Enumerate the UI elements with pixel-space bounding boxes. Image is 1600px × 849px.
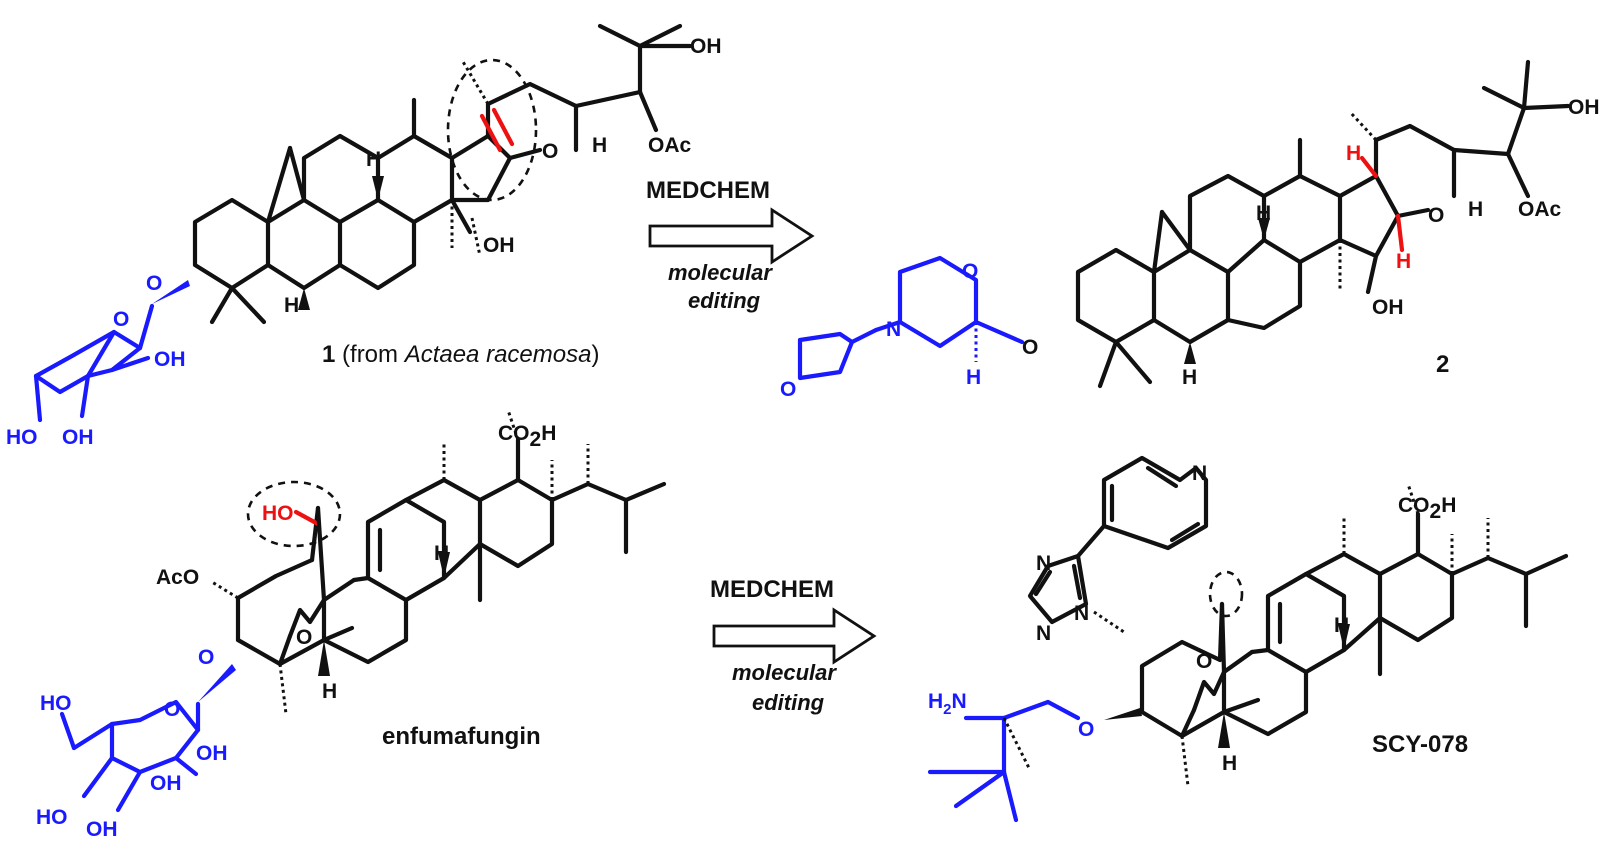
arrow-shape [648,207,815,265]
ho-label: HO [36,806,68,829]
enfumafungin-sugar: O O HO OH OH HO OH [36,646,236,841]
h-label: H [434,542,449,565]
compound-1-caption: 1 (from Actaea racemosa) [322,341,599,368]
h-label: H [284,294,299,317]
oh-label: OH [1372,296,1404,319]
morpholine-n-label: N [886,318,901,341]
ring-o-label: O [542,140,558,163]
oac-label: OAc [1518,198,1562,221]
h-label: H [322,680,337,703]
h-label: H [366,148,381,171]
scy-078-label: SCY-078 [1372,731,1468,758]
amine-label: H2N [928,690,967,718]
scy-078-amine-side-chain: H2N O [927,690,1094,823]
arrow-caption-line1: molecular [732,660,837,685]
aco-label: AcO [156,566,199,589]
sugar-ring-o-label: O [113,308,129,331]
enfumafungin-structure: O O HO OH OH HO OH AcO [36,409,667,841]
arrow-label: MEDCHEM [710,576,834,603]
oh-label: OH [196,742,228,765]
medchem-arrow-bottom: MEDCHEM molecular editing [710,576,877,715]
ho-label: HO [6,426,38,449]
h-label: H [966,366,981,389]
co2h-label: CO2H [498,422,556,451]
oh-label: OH [690,35,722,58]
oh-label: OH [62,426,94,449]
triazole-n-label: N [1074,602,1089,625]
morpholine-o-label: O [962,260,978,283]
compound-1-source-species: Actaea racemosa [403,341,592,368]
ring-o-label: O [1428,204,1444,227]
bridge-o-label: O [296,626,312,649]
arrow-caption-line1: molecular [668,260,773,285]
arrow-caption-line2: editing [688,288,761,313]
glycosidic-o-label: O [146,272,162,295]
scy-078-structure: N N N N H2N O [927,455,1569,823]
co2h-label: CO2H [1398,494,1456,523]
ether-o-label: O [1078,718,1094,741]
oh-label: OH [483,234,515,257]
compound-1-number: 1 [322,341,335,368]
triazole-n-label: N [1036,622,1051,645]
hydroxyl-label: HO [262,502,294,525]
enfumafungin-label: enfumafungin [382,723,541,750]
h-label: H [592,134,607,157]
h-label: H [1256,202,1271,225]
oac-label: OAc [648,134,692,157]
bridge-o-label: O [1196,650,1212,673]
compound-1-source-open: (from [335,341,404,368]
oh-label: OH [1568,96,1600,119]
arrow-label: MEDCHEM [646,177,770,204]
h-label: H [1334,614,1349,637]
pyridine-n-label: N [1192,462,1207,485]
h-label: H [1346,142,1361,165]
medchem-arrow-top: MEDCHEM molecular editing [646,177,815,313]
sugar-ring-o-label: O [164,698,180,721]
arrow-shape [712,607,877,665]
compound-1-structure: OH OAc O H H OH H O O OH OH HO [6,23,722,449]
triazole-n-label: N [1036,552,1051,575]
oxetane-o-label: O [780,378,796,401]
compound-1-sugar [33,280,190,423]
arrow-caption-line2: editing [752,690,825,715]
glycosidic-o-label: O [198,646,214,669]
ether-o-label: O [1022,336,1038,359]
oh-label: OH [154,348,186,371]
h-label: H [1182,366,1197,389]
compound-1-source-close: ) [591,341,599,368]
oh-label: OH [86,818,118,841]
compound-2-structure: O N O H O H H O [780,59,1600,401]
compound-2-number: 2 [1436,351,1449,378]
h-label: H [1468,198,1483,221]
oh-label: OH [150,772,182,795]
ho-label: HO [40,692,72,715]
compound-2-morpholine-oxetane: O N O H [780,255,1025,401]
h-label: H [1396,250,1411,273]
h-label: H [1222,752,1237,775]
